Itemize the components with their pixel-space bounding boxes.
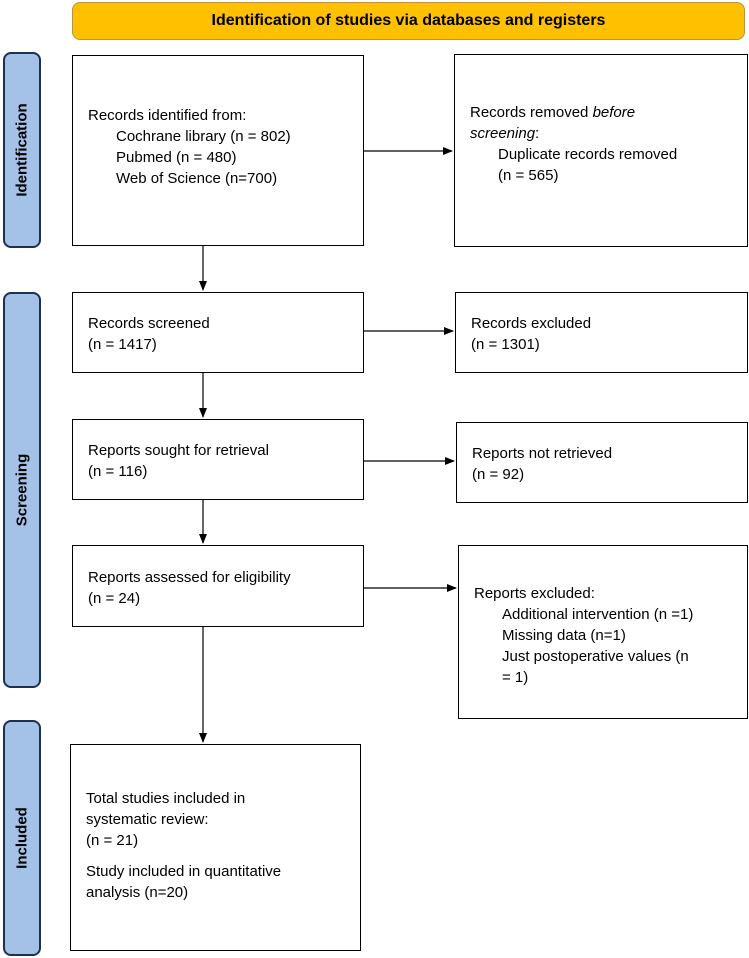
reports-assessed-label: Reports assessed for eligibility xyxy=(88,569,291,586)
records-excluded-label: Records excluded xyxy=(471,315,592,332)
quantitative-label: Study included in quantitative xyxy=(86,863,282,880)
reports-sought-count: (n = 116) xyxy=(88,463,148,480)
exclusion-reason-postoperative-count: = 1) xyxy=(502,669,529,686)
records-removed-emphasis-screening: screening xyxy=(470,125,536,142)
records-identified-box: Records identified from: Cochrane librar… xyxy=(72,55,364,246)
duplicates-label: Duplicate records removed xyxy=(498,146,678,163)
reports-assessed-box: Reports assessed for eligibility (n = 24… xyxy=(72,545,364,627)
reports-excluded-box: Reports excluded: Additional interventio… xyxy=(458,545,748,719)
quantitative-count: analysis (n=20) xyxy=(86,884,189,901)
exclusion-reason-postoperative: Just postoperative values (n xyxy=(502,648,689,665)
phase-identification: Identification xyxy=(3,52,41,248)
phase-screening: Screening xyxy=(3,292,41,688)
records-removed-colon: : xyxy=(535,125,540,142)
source-pubmed: Pubmed (n = 480) xyxy=(116,149,237,166)
reports-excluded-label: Reports excluded: xyxy=(474,585,595,602)
reports-not-retrieved-count: (n = 92) xyxy=(472,466,525,483)
records-removed-label: Records removed xyxy=(470,104,593,121)
records-excluded-count: (n = 1301) xyxy=(471,336,540,353)
records-removed-emphasis-before: before xyxy=(592,104,636,121)
records-screened-box: Records screened (n = 1417) xyxy=(72,292,364,373)
phase-included: Included xyxy=(3,720,41,956)
source-web-of-science: Web of Science (n=700) xyxy=(116,170,278,187)
reports-sought-label: Reports sought for retrieval xyxy=(88,442,269,459)
records-screened-label: Records screened xyxy=(88,315,210,332)
included-studies-box: Total studies included in systematic rev… xyxy=(70,744,361,951)
reports-assessed-count: (n = 24) xyxy=(88,590,141,607)
flow-header: Identification of studies via databases … xyxy=(72,2,745,40)
header-title: Identification of studies via databases … xyxy=(211,12,606,29)
included-total-label-cont: systematic review: xyxy=(86,811,209,828)
records-excluded-box: Records excluded (n = 1301) xyxy=(455,292,748,373)
reports-not-retrieved-label: Reports not retrieved xyxy=(472,445,613,462)
included-total-label: Total studies included in xyxy=(86,790,246,807)
reports-not-retrieved-box: Reports not retrieved (n = 92) xyxy=(456,422,748,503)
records-removed-box: Records removed before screening: Duplic… xyxy=(454,54,748,247)
records-identified-intro: Records identified from: xyxy=(88,107,247,124)
included-total-count: (n = 21) xyxy=(86,832,139,849)
duplicates-count: (n = 565) xyxy=(498,167,559,184)
reports-sought-box: Reports sought for retrieval (n = 116) xyxy=(72,419,364,500)
records-screened-count: (n = 1417) xyxy=(88,336,157,353)
source-cochrane: Cochrane library (n = 802) xyxy=(116,128,291,145)
exclusion-reason-additional-intervention: Additional intervention (n =1) xyxy=(502,606,694,623)
exclusion-reason-missing-data: Missing data (n=1) xyxy=(502,627,626,644)
